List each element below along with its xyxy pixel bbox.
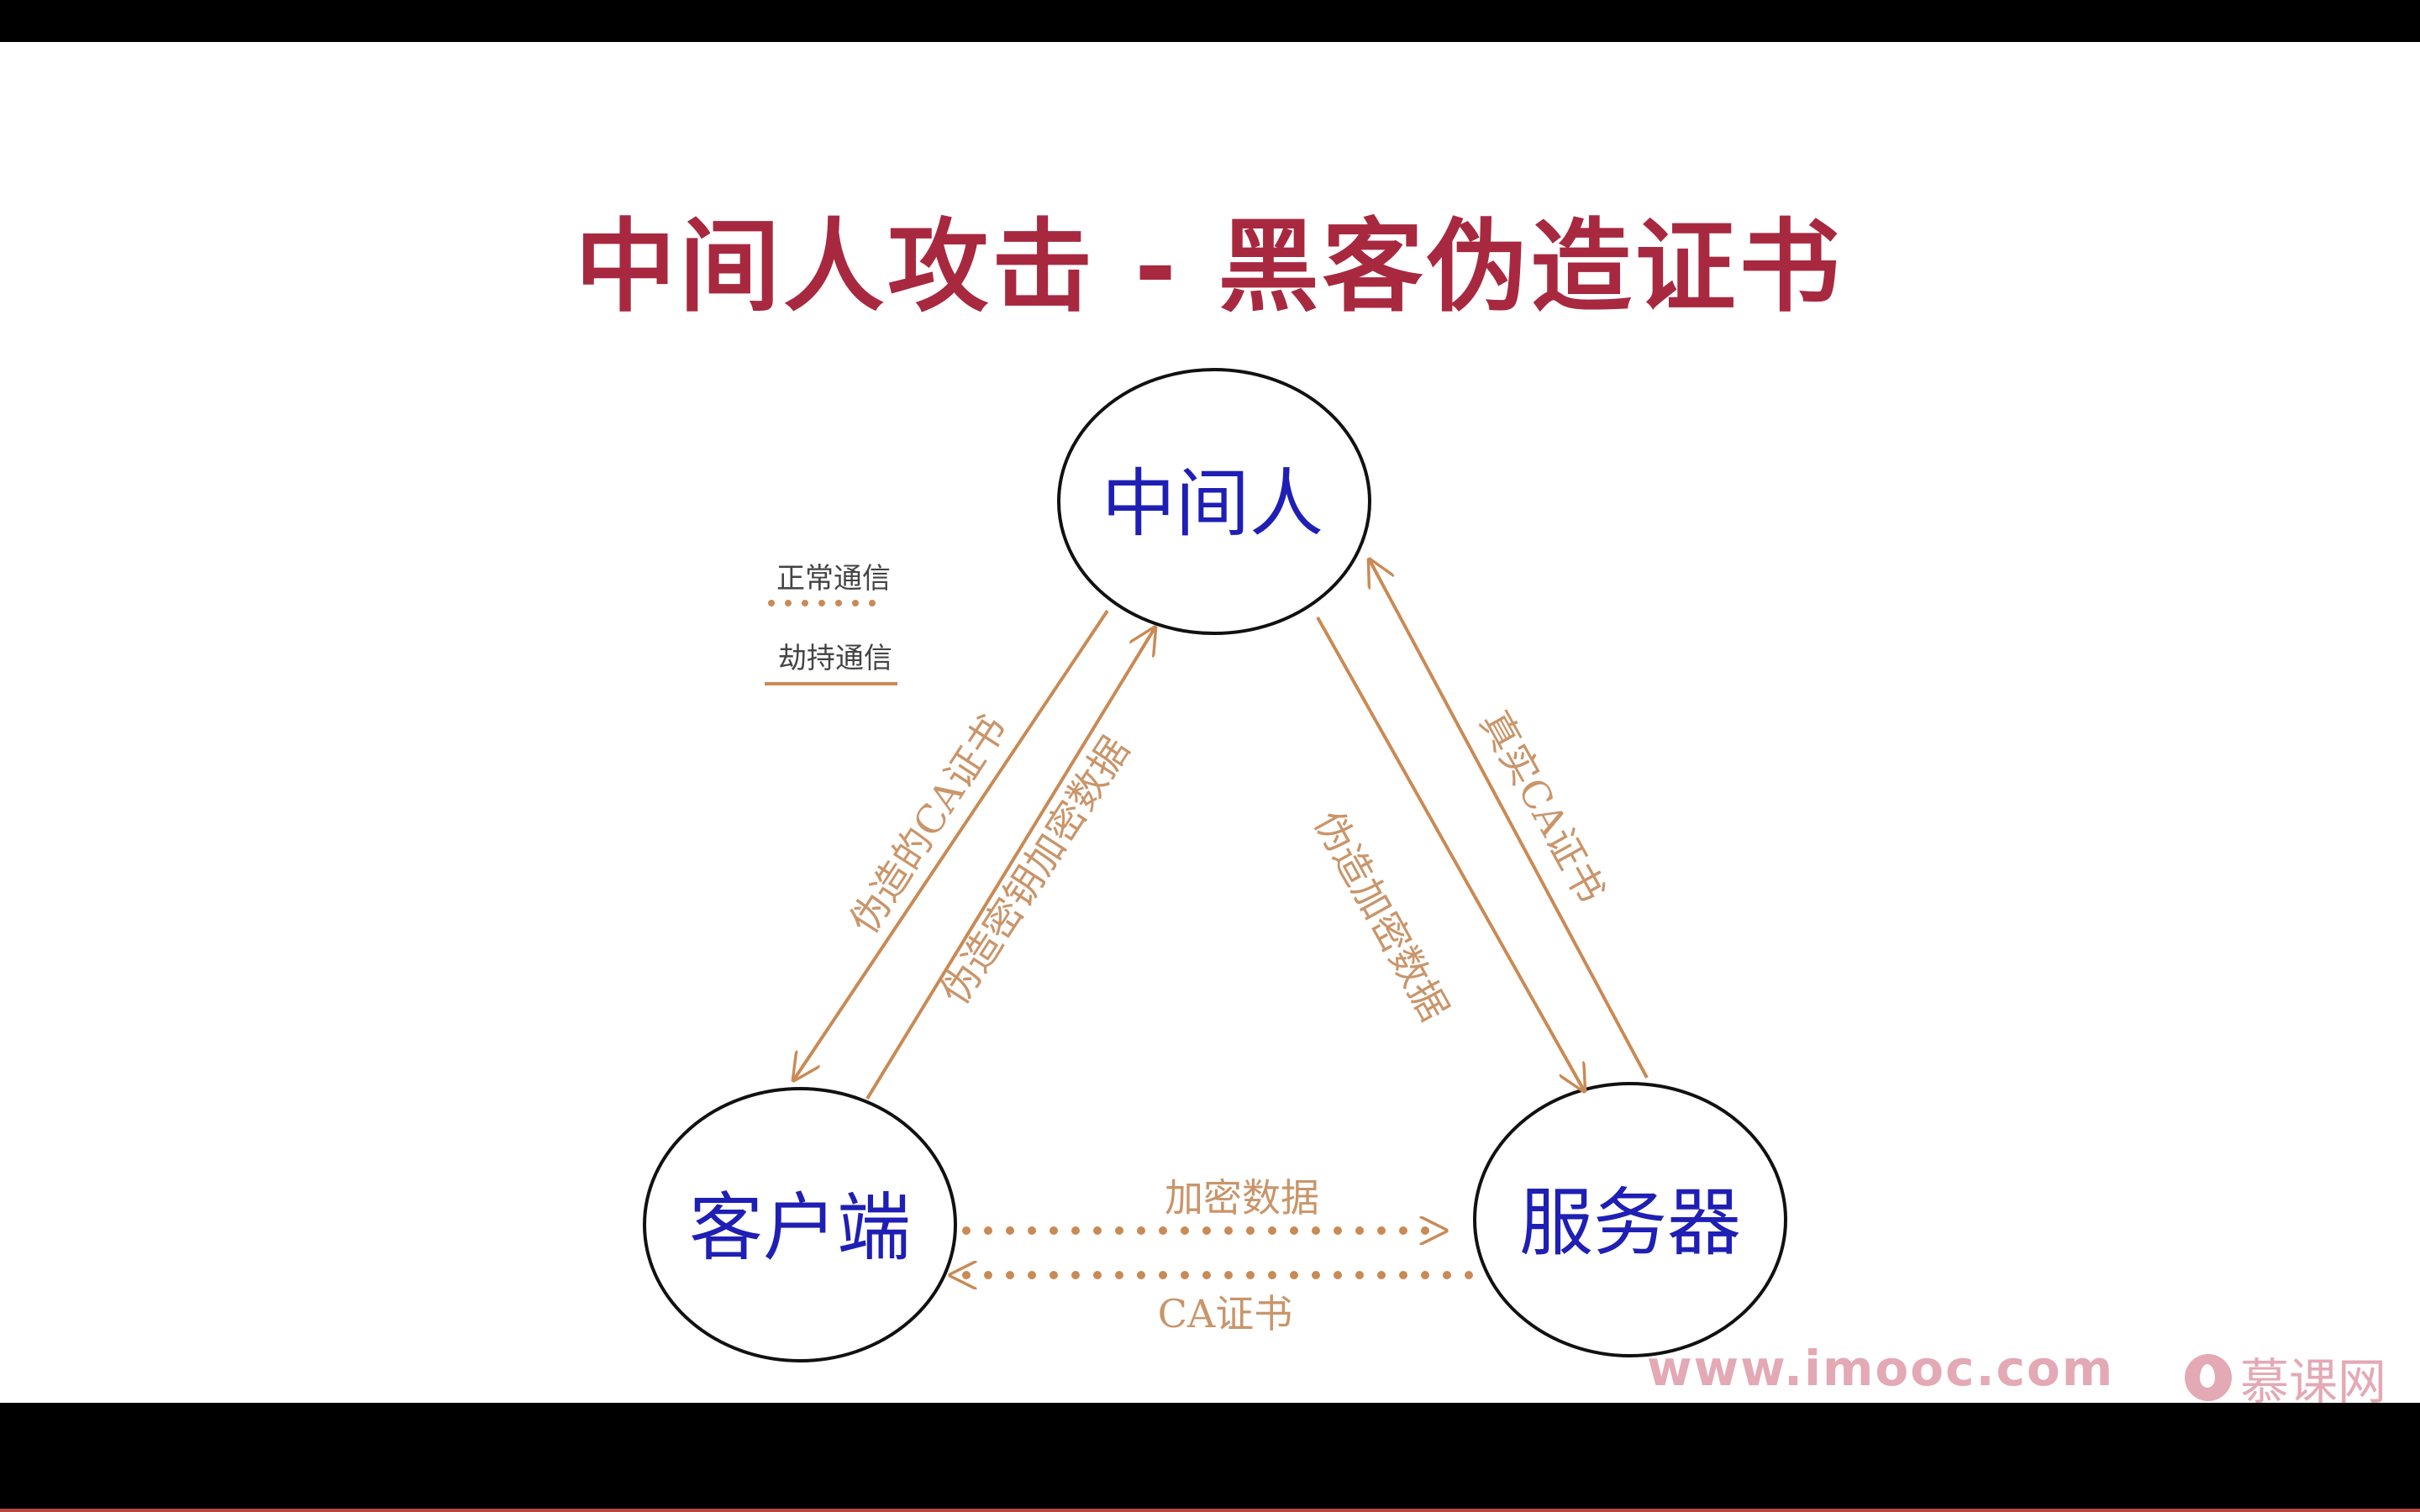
label-client-to-server: 加密数据 — [1165, 1175, 1319, 1221]
slide-title: 中间人攻击 - 黑客伪造证书 — [575, 209, 1844, 326]
legend-normal-label: 正常通信 — [776, 562, 891, 596]
label-server-to-client: CA证书 — [1158, 1291, 1292, 1336]
top-letterbox — [0, 0, 2420, 42]
legend: 正常通信 劫持通信 — [765, 562, 897, 685]
arrow-mitm-to-client — [794, 609, 1109, 1079]
flame-logo-icon — [2185, 1354, 2232, 1401]
label-server-to-mitm: 真实CA证书 — [1471, 703, 1614, 911]
legend-hijack-label: 劫持通信 — [778, 642, 892, 675]
watermark-brand: 慕课网 — [2185, 1342, 2386, 1413]
watermark-url: www.imooc.com — [1647, 1340, 2115, 1397]
node-server-label: 服务器 — [1519, 1179, 1741, 1266]
arrow-client-to-mitm — [865, 628, 1155, 1100]
node-mitm: 中间人 — [1057, 368, 1371, 635]
arrow-mitm-to-server — [1316, 617, 1584, 1090]
arrow-server-to-mitm — [1370, 560, 1649, 1079]
node-client: 客户端 — [643, 1087, 957, 1362]
video-progress-line — [0, 1509, 2420, 1512]
watermark-brand-label: 慕课网 — [2240, 1353, 2387, 1410]
label-mitm-to-server: 伪造加密数据 — [1305, 803, 1457, 1028]
node-server: 服务器 — [1473, 1082, 1787, 1357]
node-client-label: 客户端 — [689, 1184, 911, 1271]
node-mitm-label: 中间人 — [1102, 460, 1323, 547]
bottom-letterbox — [0, 1403, 2420, 1512]
